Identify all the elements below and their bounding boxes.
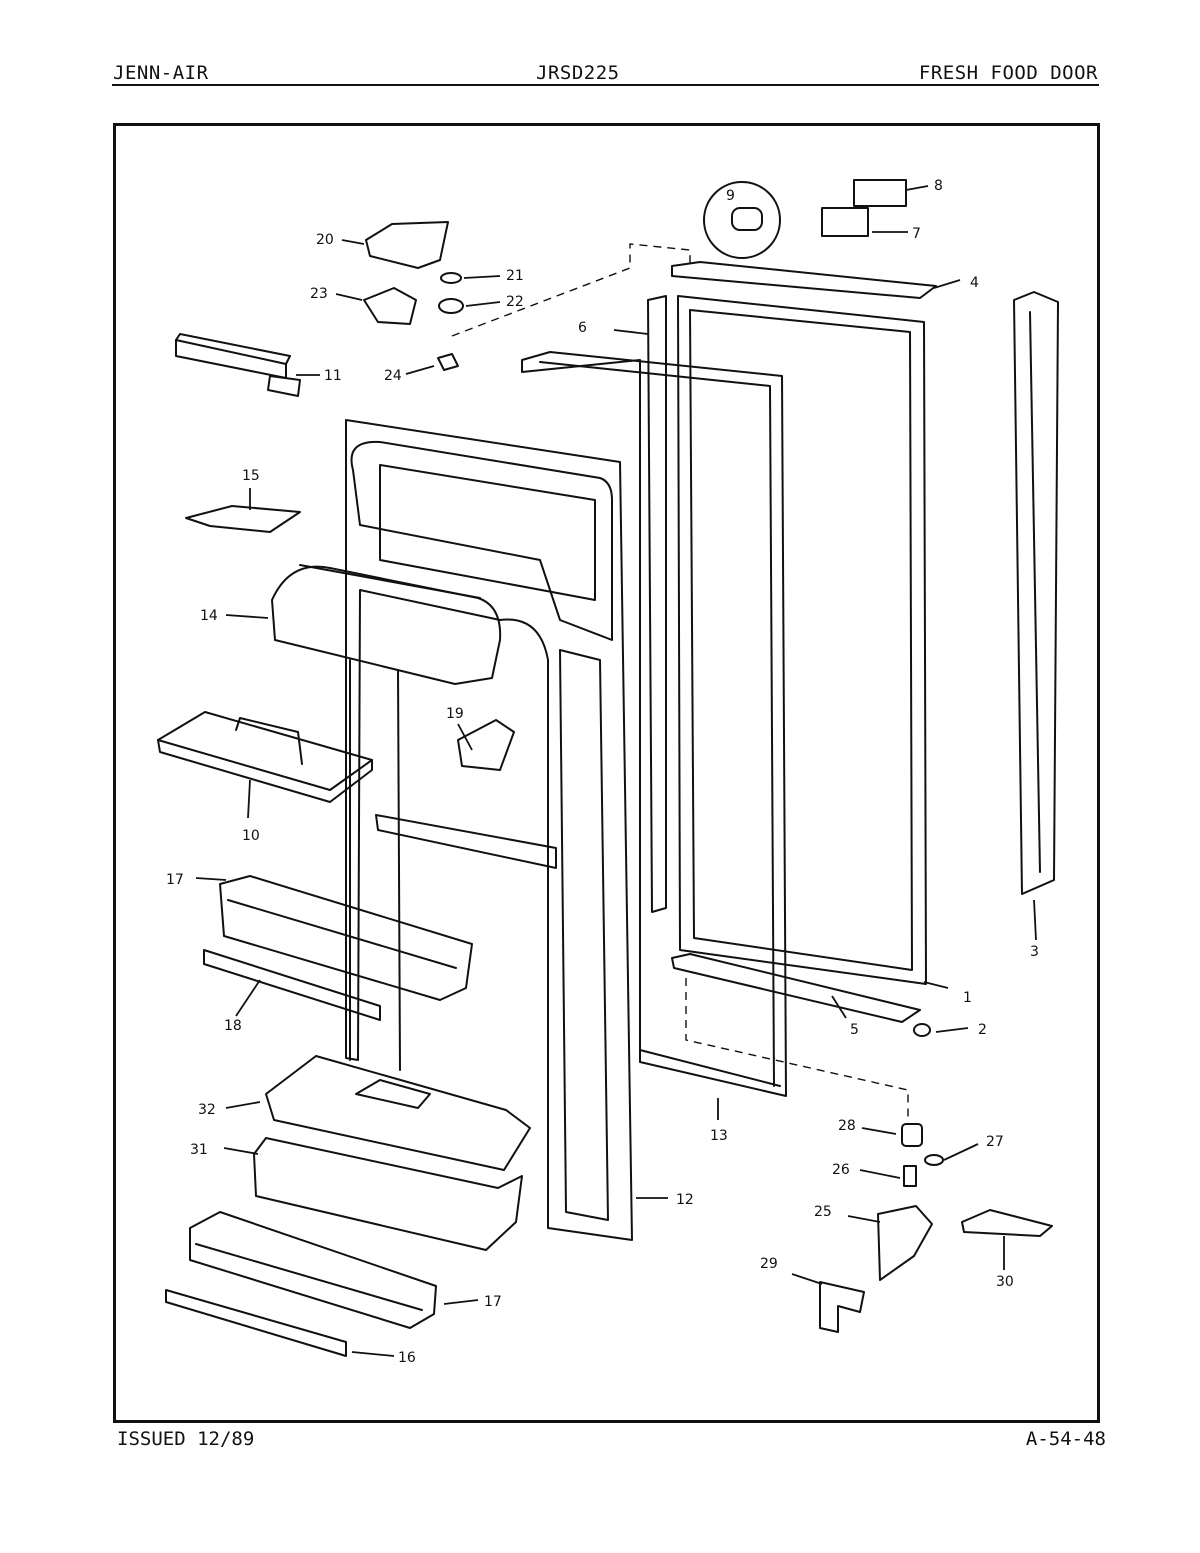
callout-6: 6 bbox=[578, 320, 587, 336]
shelf-part-15 bbox=[185, 505, 301, 533]
washer-21 bbox=[440, 272, 462, 284]
callout-17-upper: 17 bbox=[166, 872, 184, 888]
callout-28: 28 bbox=[838, 1118, 856, 1134]
callout-23: 23 bbox=[310, 286, 328, 302]
crisper-bin-part-31 bbox=[253, 1137, 523, 1251]
callout-8: 8 bbox=[934, 178, 943, 194]
callout-21: 21 bbox=[506, 268, 524, 284]
door-bin-part-17-upper bbox=[219, 875, 473, 1001]
handle-part-11 bbox=[175, 333, 301, 397]
callout-10: 10 bbox=[242, 828, 260, 844]
closer-part-9 bbox=[703, 181, 781, 259]
gasket-part-13 bbox=[521, 351, 787, 1097]
footer-issued: ISSUED 12/89 bbox=[117, 1428, 255, 1450]
bottom-strip-part-5 bbox=[671, 953, 921, 1023]
side-trim-part-3 bbox=[1013, 291, 1059, 895]
washer-22 bbox=[438, 298, 464, 314]
callout-17-lower: 17 bbox=[484, 1294, 502, 1310]
callout-24: 24 bbox=[384, 368, 402, 384]
crisper-cover-part-32 bbox=[265, 1055, 531, 1171]
callout-9: 9 bbox=[726, 188, 735, 204]
egg-tray-part bbox=[157, 711, 373, 803]
callout-27: 27 bbox=[986, 1134, 1004, 1150]
callout-18: 18 bbox=[224, 1018, 242, 1034]
header-brand: JENN-AIR bbox=[113, 62, 209, 84]
callout-25: 25 bbox=[814, 1204, 832, 1220]
callout-14: 14 bbox=[200, 608, 218, 624]
callout-20: 20 bbox=[316, 232, 334, 248]
callout-3: 3 bbox=[1030, 944, 1039, 960]
callout-22: 22 bbox=[506, 294, 524, 310]
footer-page-code: A-54-48 bbox=[1025, 1428, 1106, 1450]
callout-2: 2 bbox=[978, 1022, 987, 1038]
bracket-part-19 bbox=[457, 719, 515, 771]
top-strip-part-4 bbox=[671, 261, 937, 299]
bushing-24 bbox=[437, 353, 459, 371]
callout-13: 13 bbox=[710, 1128, 728, 1144]
hinge-part-30 bbox=[961, 1209, 1053, 1237]
callout-7: 7 bbox=[912, 226, 921, 242]
cap-part-28 bbox=[901, 1123, 923, 1147]
vertical-trim-part-6 bbox=[647, 295, 667, 913]
header-section: FRESH FOOD DOOR bbox=[918, 62, 1098, 84]
callout-31: 31 bbox=[190, 1142, 208, 1158]
callout-32: 32 bbox=[198, 1102, 216, 1118]
hinge-plate-20 bbox=[365, 221, 449, 269]
callout-4: 4 bbox=[970, 275, 979, 291]
washer-part-2 bbox=[913, 1023, 931, 1037]
callout-1: 1 bbox=[963, 990, 972, 1006]
diagram-frame bbox=[113, 123, 1100, 1423]
label-part-8 bbox=[853, 179, 907, 207]
callout-19: 19 bbox=[446, 706, 464, 722]
callout-30: 30 bbox=[996, 1274, 1014, 1290]
door-bin-part-17-lower bbox=[189, 1211, 437, 1329]
header-model: JRSD225 bbox=[536, 62, 620, 84]
door-liner-part bbox=[345, 419, 633, 1241]
bin-label-part-16 bbox=[165, 1289, 347, 1357]
callout-5: 5 bbox=[850, 1022, 859, 1038]
callout-12: 12 bbox=[676, 1192, 694, 1208]
callout-16: 16 bbox=[398, 1350, 416, 1366]
bracket-part-29 bbox=[819, 1281, 865, 1333]
outer-panel-part-1 bbox=[677, 295, 927, 985]
washer-part-27 bbox=[924, 1154, 944, 1166]
bin-label-part-18 bbox=[203, 949, 381, 1021]
pin-part-26 bbox=[903, 1165, 917, 1187]
dairy-door-part bbox=[271, 564, 502, 685]
header-rule bbox=[112, 84, 1099, 86]
hinge-part-25 bbox=[877, 1205, 933, 1281]
callout-11: 11 bbox=[324, 368, 342, 384]
callout-15: 15 bbox=[242, 468, 260, 484]
callout-26: 26 bbox=[832, 1162, 850, 1178]
hinge-plate-23 bbox=[363, 287, 417, 325]
dashed-line-top bbox=[451, 243, 691, 337]
plate-part-7 bbox=[821, 207, 869, 237]
callout-29: 29 bbox=[760, 1256, 778, 1272]
dashed-line-bottom bbox=[685, 978, 909, 1120]
